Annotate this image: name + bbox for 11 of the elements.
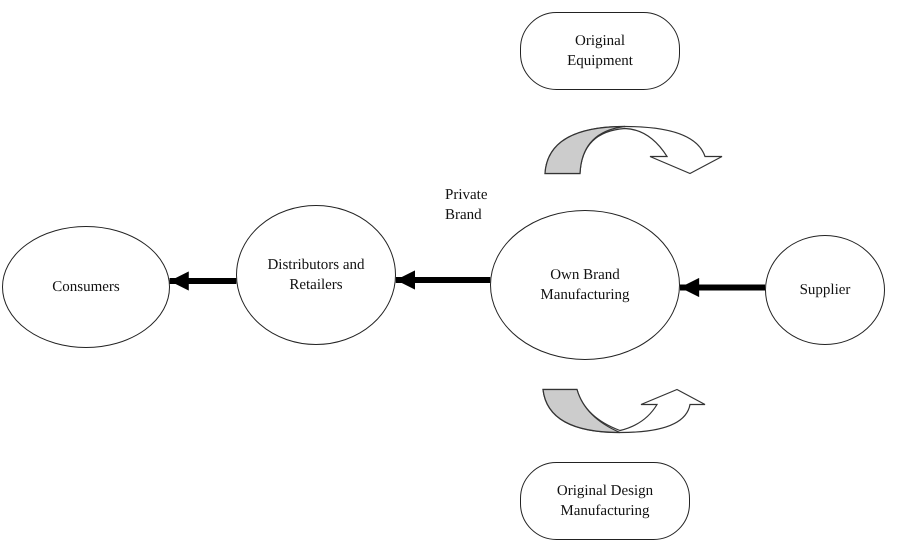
arrow — [170, 271, 236, 291]
node-label: Own Brand Manufacturing — [539, 266, 631, 305]
arrow — [396, 270, 490, 290]
node-label: Original Design Manufacturing — [556, 482, 654, 521]
node-label: Original Equipment — [566, 32, 634, 71]
curved-arrow — [542, 388, 706, 434]
curved-arrow — [544, 126, 723, 174]
arrow — [680, 278, 766, 298]
node-label: Consumers — [51, 278, 121, 297]
node-label: Distributors and Retailers — [266, 256, 366, 295]
node-label: Supplier — [798, 281, 852, 300]
